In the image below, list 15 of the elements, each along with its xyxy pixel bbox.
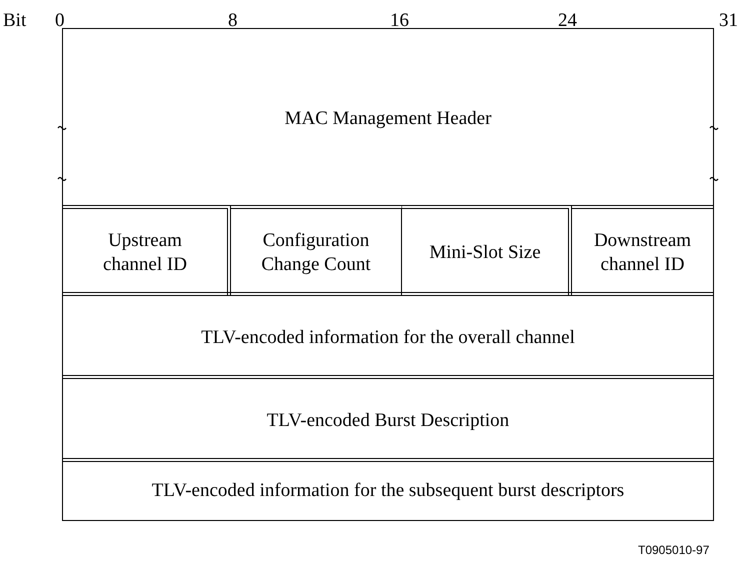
field-name: TLV-encoded information for the overall channel — [200, 326, 576, 350]
bit-number: 0 — [55, 10, 64, 32]
bit-number: 16 — [390, 10, 409, 32]
bit-number: 24 — [558, 10, 577, 32]
field-name: TLV-encoded information for the subsequent burst descriptors — [150, 479, 626, 503]
figure-code: T0905010-97 — [638, 543, 710, 557]
bit-number: 31 — [719, 10, 738, 32]
bit-number: 8 — [228, 10, 238, 32]
field-name: Upstream channel ID — [102, 228, 188, 276]
field-name: Downstream channel ID — [592, 228, 692, 276]
field-name: Configuration Change Count — [260, 228, 372, 276]
field-name: Mini-Slot Size — [428, 240, 542, 264]
field-name: MAC Management Header — [284, 106, 492, 130]
bit-label: Bit — [3, 10, 26, 32]
field-name: TLV-encoded Burst Description — [266, 408, 510, 432]
